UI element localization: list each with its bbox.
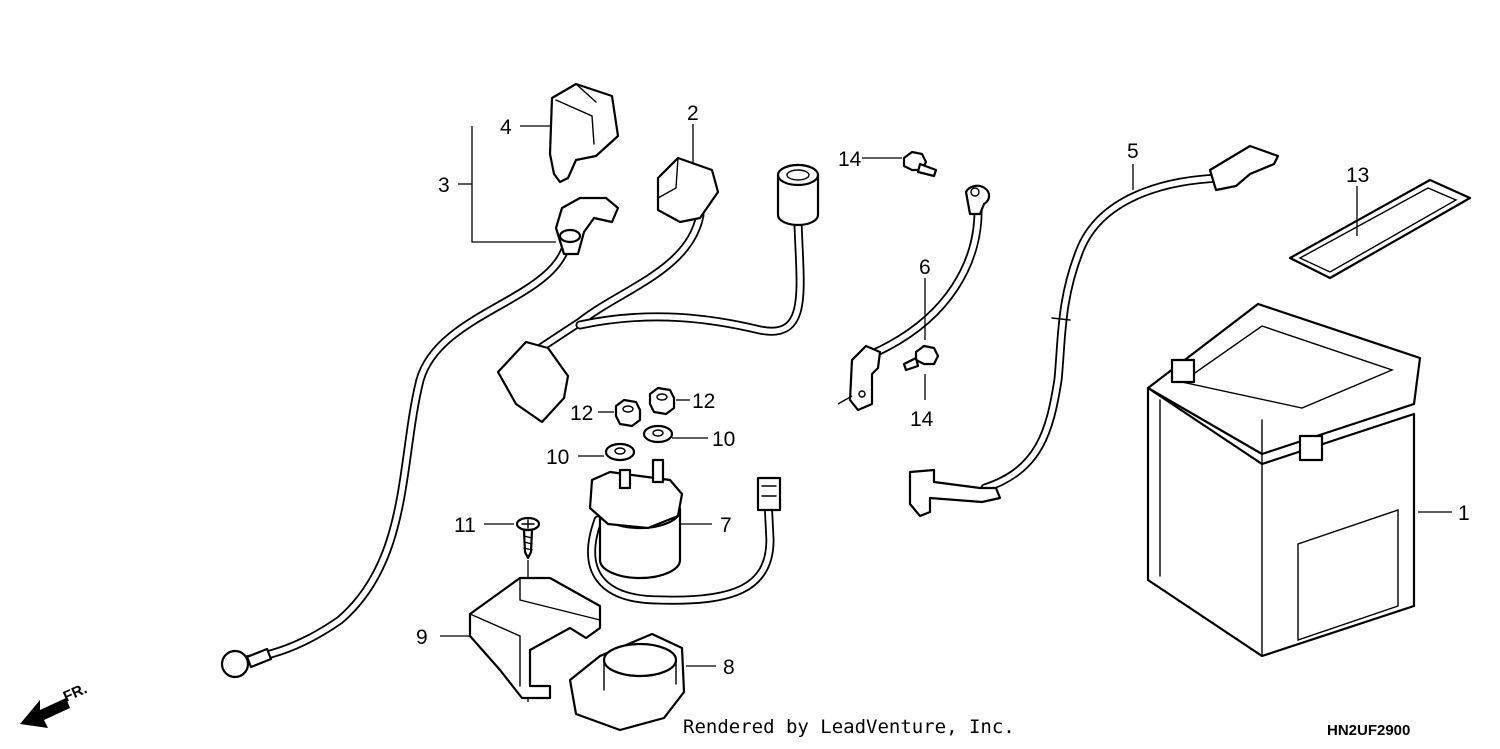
callout-14-mid[interactable]: 14 bbox=[910, 408, 934, 431]
callout-13[interactable]: 13 bbox=[1346, 164, 1369, 187]
washer-right[interactable] bbox=[642, 424, 674, 444]
ground-cable-short[interactable] bbox=[837, 184, 991, 412]
flange-bolt-top[interactable] bbox=[902, 150, 938, 178]
front-indicator-label: FR. bbox=[61, 680, 90, 705]
diagram-code: HN2UF2900 bbox=[1327, 722, 1411, 739]
callout-3[interactable]: 3 bbox=[438, 174, 450, 197]
starter-relay[interactable] bbox=[587, 458, 782, 605]
starter-cable[interactable] bbox=[496, 156, 820, 424]
flange-bolt-mid[interactable] bbox=[902, 344, 940, 372]
credit-text: Rendered by LeadVenture, Inc. bbox=[683, 716, 1015, 738]
relay-cover-lower[interactable] bbox=[568, 632, 686, 732]
battery-cable-positive[interactable] bbox=[220, 196, 620, 679]
callout-11[interactable]: 11 bbox=[454, 514, 476, 537]
callout-12-left[interactable]: 12 bbox=[570, 402, 593, 425]
callout-1[interactable]: 1 bbox=[1458, 502, 1470, 525]
front-arrow-icon: FR. bbox=[20, 680, 90, 728]
callout-9[interactable]: 9 bbox=[416, 626, 428, 649]
washer-left[interactable] bbox=[604, 442, 636, 462]
leader-lines bbox=[440, 124, 1452, 667]
callout-2[interactable]: 2 bbox=[687, 102, 699, 125]
terminal-cover[interactable] bbox=[548, 82, 620, 184]
callout-10-left[interactable]: 10 bbox=[546, 446, 569, 469]
battery-band[interactable] bbox=[1288, 178, 1472, 280]
callout-10-right[interactable]: 10 bbox=[712, 428, 735, 451]
relay-bracket[interactable] bbox=[468, 576, 602, 700]
nut-right[interactable] bbox=[648, 386, 676, 416]
callout-4[interactable]: 4 bbox=[500, 116, 512, 139]
callout-12-right[interactable]: 12 bbox=[692, 390, 715, 413]
callout-6[interactable]: 6 bbox=[919, 256, 931, 279]
ground-cable-main[interactable] bbox=[908, 144, 1280, 518]
nut-left[interactable] bbox=[614, 398, 642, 428]
callout-5[interactable]: 5 bbox=[1127, 140, 1139, 163]
battery[interactable] bbox=[1146, 302, 1422, 658]
callout-7[interactable]: 7 bbox=[720, 514, 732, 537]
callout-8[interactable]: 8 bbox=[723, 656, 735, 679]
callout-14-top[interactable]: 14 bbox=[838, 148, 862, 171]
tapping-screw[interactable] bbox=[515, 516, 541, 560]
